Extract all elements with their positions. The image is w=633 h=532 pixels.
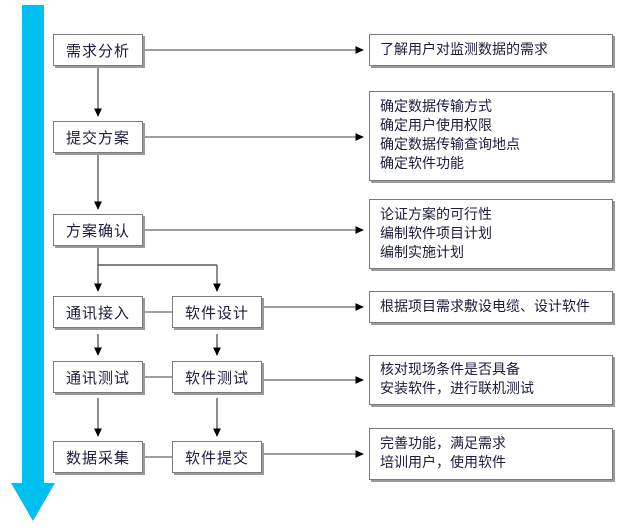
node-software-1[interactable]: 软件设计 <box>172 296 262 328</box>
detail-line: 确定数据传输查询地点 <box>380 138 520 153</box>
detail-box-1[interactable]: 了解用户对监测数据的需求 <box>369 34 613 66</box>
detail-box-5[interactable]: 核对现场条件是否具备 安装软件，进行联机测试 <box>369 355 613 405</box>
cross-links <box>143 311 172 458</box>
detail-line: 论证方案的可行性 <box>380 207 492 223</box>
downward-progress-arrow <box>11 5 55 521</box>
node-label: 通讯测试 <box>65 370 130 387</box>
node-software-2[interactable]: 软件测试 <box>172 361 262 393</box>
detail-box-2[interactable]: 确定数据传输方式 确定用户使用权限 确定数据传输查询地点 确定软件功能 <box>369 91 613 181</box>
node-label: 提交方案 <box>65 130 130 147</box>
node-label: 需求分析 <box>65 43 130 60</box>
node-label: 数据采集 <box>65 450 130 467</box>
detail-box-4[interactable]: 根据项目需求敷设电缆、设计软件 <box>369 291 613 323</box>
detail-line: 确定数据传输方式 <box>380 100 492 115</box>
node-stage-4[interactable]: 通讯接入 <box>53 296 143 328</box>
node-stage-1[interactable]: 需求分析 <box>53 34 143 66</box>
detail-line: 编制软件项目计划 <box>380 226 492 242</box>
detail-line: 安装软件，进行联机测试 <box>380 382 534 397</box>
detail-line: 根据项目需求敷设电缆、设计软件 <box>380 299 590 315</box>
node-label: 软件设计 <box>184 305 249 322</box>
detail-line: 编制实施计划 <box>380 245 464 261</box>
detail-line: 核对现场条件是否具备 <box>380 363 520 378</box>
detail-line: 了解用户对监测数据的需求 <box>380 42 548 58</box>
node-stage-6[interactable]: 数据采集 <box>53 441 143 473</box>
node-label: 通讯接入 <box>65 305 130 322</box>
branch-split <box>94 246 221 292</box>
node-label: 方案确认 <box>65 223 130 240</box>
node-stage-5[interactable]: 通讯测试 <box>53 361 143 393</box>
detail-box-3[interactable]: 论证方案的可行性 编制软件项目计划 编制实施计划 <box>369 199 613 269</box>
detail-line: 培训用户，使用软件 <box>380 456 506 471</box>
branch-trunk <box>97 246 217 266</box>
node-stage-3[interactable]: 方案确认 <box>53 214 143 246</box>
node-software-3[interactable]: 软件提交 <box>172 441 262 473</box>
detail-line: 确定用户使用权限 <box>380 119 492 134</box>
node-stage-2[interactable]: 提交方案 <box>53 121 143 153</box>
node-label: 软件测试 <box>184 370 249 387</box>
detail-line: 确定软件功能 <box>380 157 464 172</box>
detail-box-6[interactable]: 完善功能，满足需求 培训用户，使用软件 <box>369 428 613 480</box>
detail-line: 完善功能，满足需求 <box>380 437 506 452</box>
detail-links <box>143 46 364 458</box>
node-label: 软件提交 <box>184 450 249 467</box>
